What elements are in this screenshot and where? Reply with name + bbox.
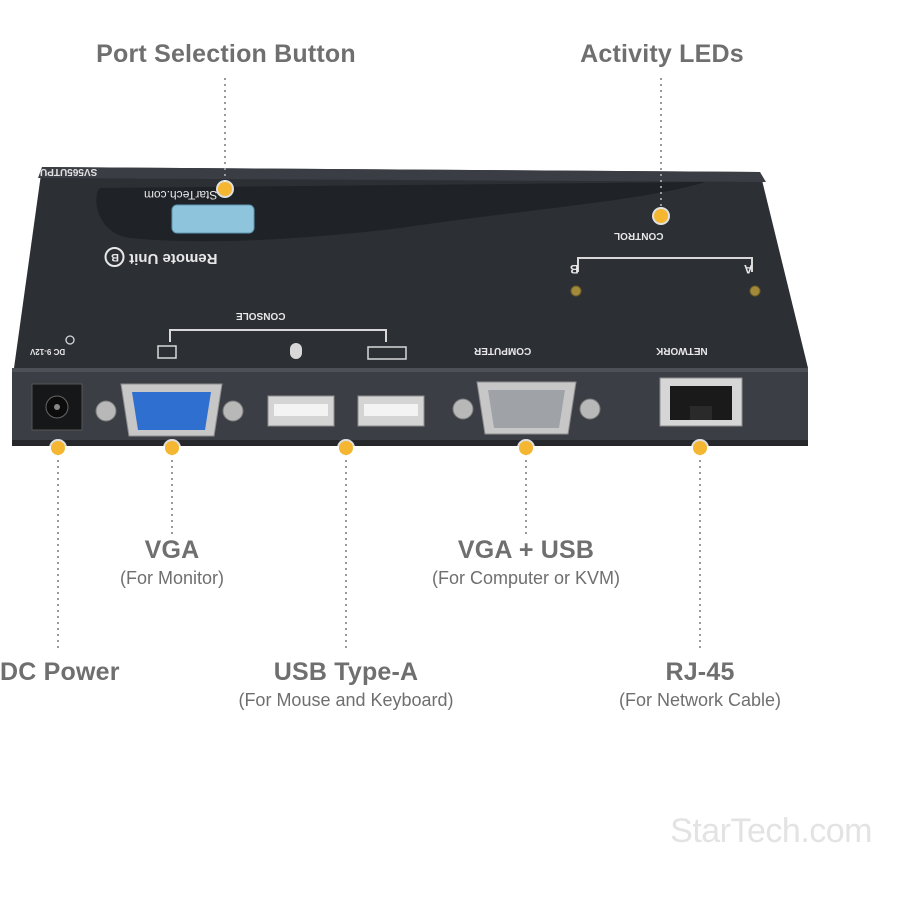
model-label: SV565UTPU	[40, 166, 98, 177]
console-label: CONSOLE	[236, 310, 286, 321]
led-a	[749, 285, 761, 297]
polarity-icon	[65, 335, 75, 345]
rj45-title: RJ-45	[665, 658, 735, 686]
callout-dot-port-selection	[218, 182, 232, 196]
network-label: NETWORK	[656, 345, 708, 356]
port-selection-title: Port Selection Button	[96, 40, 356, 68]
activity-leds-title: Activity LEDs	[580, 40, 744, 68]
port-selection-button-shape	[171, 204, 255, 234]
startech-watermark: StarTech.com	[670, 812, 872, 850]
vga-subtitle: (For Monitor)	[119, 568, 225, 588]
callout-dot-rj45	[693, 441, 707, 455]
callout-dot-usb	[339, 441, 353, 455]
led-a-label: A	[744, 262, 753, 276]
usb-type-a-subtitle: (For Mouse and Keyboard)	[238, 690, 454, 710]
callout-dot-vga	[165, 441, 179, 455]
monitor-icon	[157, 345, 177, 359]
vga-usb-subtitle: (For Computer or KVM)	[431, 568, 621, 588]
dc-rating-label: DC 9-12V	[30, 347, 66, 356]
mouse-icon	[290, 343, 302, 359]
usb-type-a-title: USB Type-A	[273, 658, 419, 686]
vga-usb-title: VGA + USB	[457, 536, 595, 564]
rj45-subtitle: (For Network Cable)	[618, 690, 782, 710]
led-b	[570, 285, 582, 297]
vga-title: VGA	[144, 536, 200, 564]
callout-dot-dc-power	[51, 441, 65, 455]
unit-label: Remote Unit B	[105, 247, 218, 267]
keyboard-icon	[367, 346, 407, 360]
led-b-label: B	[570, 262, 579, 276]
brand-label: StarTech.com	[144, 188, 218, 202]
callout-dot-vga-usb	[519, 441, 533, 455]
callout-dot-activity-leds	[654, 209, 668, 223]
control-label: CONTROL	[614, 230, 664, 241]
computer-label: COMPUTER	[474, 345, 532, 356]
dc-power-title: DC Power	[0, 658, 120, 686]
